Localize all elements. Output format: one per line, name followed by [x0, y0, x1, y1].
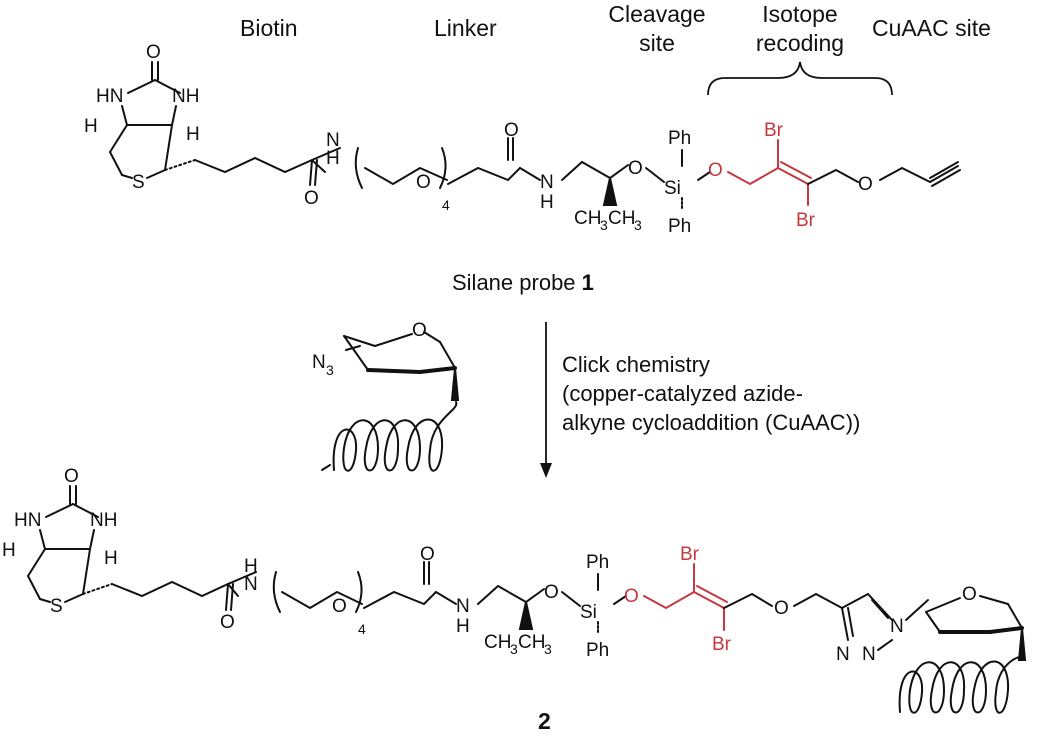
p2-atom-o-amide2: O: [420, 544, 435, 565]
reaction-conditions: Click chemistry (copper-catalyzed azide-…: [562, 350, 860, 437]
p2-atom-o-silylether: O: [544, 582, 559, 603]
p2-atom-n2: N: [862, 644, 876, 665]
atom-ch3-b: CH: [608, 208, 635, 229]
p2-atom-h-amide: H: [244, 556, 258, 577]
atom-br-top: Br: [764, 120, 784, 141]
p2-atom-n3: N: [890, 616, 904, 637]
recoding-segment-2: [643, 563, 728, 631]
header-isotope-line1: Isotope: [762, 1, 838, 27]
p2-atom-nh: NH: [90, 510, 117, 531]
probe-caption: Silane probe 1: [452, 270, 594, 296]
alkyne-segment-1: [807, 161, 961, 187]
atom-n-amide: N: [326, 130, 340, 151]
header-cleavage-line2: site: [639, 30, 675, 56]
triazole-sugar-2: [723, 592, 1027, 714]
p2-atom-s: S: [50, 596, 63, 617]
p2-atom-n1: N: [836, 644, 850, 665]
p2-atom-si: Si: [580, 602, 597, 623]
product-label: 2: [538, 708, 551, 734]
isotope-bracket: [707, 61, 893, 96]
atom-hn: HN: [96, 86, 123, 107]
product-2-atom-labels: O HN NH H H S N H O O 4 O N H CH 3 CH 3 …: [2, 466, 977, 665]
silane-probe-1: [109, 61, 711, 211]
atom-o-silylether: O: [628, 158, 643, 179]
atom-si: Si: [664, 178, 681, 199]
atom-ph-bottom: Ph: [668, 216, 691, 237]
p2-peg-repeat: 4: [358, 621, 366, 637]
p2-atom-o-carbonyl: O: [220, 612, 235, 633]
header-biotin: Biotin: [240, 15, 298, 41]
reaction-arrow-head: [540, 463, 552, 478]
p2-atom-br-bottom: Br: [712, 634, 732, 655]
p2-sub-3-b: 3: [544, 641, 552, 657]
p2-atom-o-peg: O: [332, 596, 347, 617]
atom-h-amide2: H: [540, 192, 554, 213]
atom-h-right: H: [186, 124, 200, 145]
p2-atom-ch3-a: CH: [484, 632, 511, 653]
p2-atom-hn: HN: [14, 510, 41, 531]
atom-o-amide2: O: [504, 120, 519, 141]
header-cuaac-site: CuAAC site: [872, 15, 991, 41]
p2-atom-o-red: O: [624, 586, 639, 607]
atom-o-sugar: O: [412, 320, 427, 341]
p2-atom-ph-bottom: Ph: [586, 640, 609, 661]
p2-atom-ph-top: Ph: [586, 552, 609, 573]
atom-br-bottom: Br: [796, 210, 816, 231]
reaction-line1: Click chemistry: [562, 352, 710, 377]
atom-n3-label: N: [312, 352, 326, 373]
p2-atom-h-left: H: [2, 540, 16, 561]
probe-caption-text: Silane probe: [452, 270, 582, 295]
header-linker: Linker: [434, 15, 497, 41]
atom-nh: NH: [172, 86, 199, 107]
atom-h-amide: H: [326, 148, 340, 169]
atom-s: S: [132, 172, 145, 193]
product-2: [27, 485, 627, 635]
atom-o-carbonyl: O: [304, 188, 319, 209]
p2-atom-br-top: Br: [680, 544, 700, 565]
atom-o-urea: O: [146, 42, 161, 63]
reaction-line3: alkyne cycloaddition (CuAAC)): [562, 410, 861, 435]
probe-1-atom-labels: O HN NH H H S N H O O 4 O N H CH 3 CH 3 …: [84, 42, 873, 237]
header-isotope-recoding: Isotope recoding: [735, 0, 865, 58]
p2-atom-ch3-b: CH: [518, 632, 545, 653]
header-cleavage-site: Cleavage site: [592, 0, 722, 58]
atom-o-propargyl: O: [858, 174, 873, 195]
atom-n-amide2: N: [540, 172, 554, 193]
atom-ch3-a: CH: [574, 208, 601, 229]
p2-atom-n-amide2: N: [456, 596, 470, 617]
p2-atom-h-right: H: [104, 548, 118, 569]
azido-sugar-protein: [321, 331, 460, 472]
probe-number: 1: [581, 270, 594, 295]
p2-atom-n-amide: N: [244, 574, 258, 595]
header-isotope-line2: recoding: [755, 30, 845, 56]
sub-3-b: 3: [634, 217, 642, 233]
p2-atom-o-sugar: O: [962, 584, 977, 605]
p2-atom-o-ether: O: [774, 598, 789, 619]
atom-o-red: O: [708, 160, 723, 181]
sub-azide: 3: [326, 362, 334, 378]
recoding-segment-1: [727, 139, 812, 206]
atom-ph-top: Ph: [668, 128, 691, 149]
atom-h-left: H: [84, 116, 98, 137]
p2-atom-h-amide2: H: [456, 616, 470, 637]
peg-repeat: 4: [442, 197, 450, 213]
reaction-line2: (copper-catalyzed azide-: [562, 381, 803, 406]
sub-3-a: 3: [600, 217, 608, 233]
p2-sub-3-a: 3: [510, 641, 518, 657]
atom-o-peg: O: [416, 172, 431, 193]
header-cleavage-line1: Cleavage: [608, 1, 706, 27]
p2-atom-o-urea: O: [64, 466, 79, 487]
